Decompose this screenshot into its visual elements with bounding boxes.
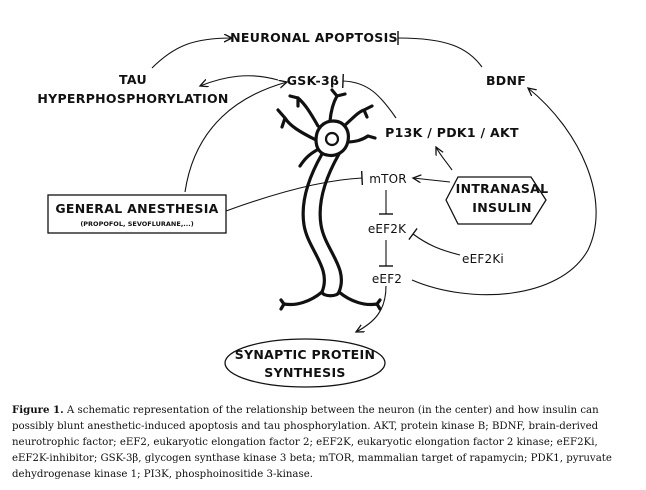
node-tau-line1: TAU (119, 72, 147, 87)
node-eef2ki: eEF2Ki (462, 252, 504, 266)
svg-text:INSULIN: INSULIN (472, 200, 531, 215)
caption-text: A schematic representation of the relati… (12, 405, 612, 480)
inhibit-bdnf-to-apoptosis (397, 30, 483, 68)
arrow-eef2-to-synaptic (356, 285, 387, 332)
node-intranasal-insulin: INTRANASAL INSULIN (445, 176, 549, 225)
svg-text:(PROPOFOL, SEVOFLURANE,...): (PROPOFOL, SEVOFLURANE,...) (80, 220, 193, 228)
arrow-insulin-to-pi3k (436, 147, 453, 171)
node-neuronal-apoptosis: NEURONAL APOPTOSIS (230, 30, 398, 45)
neuron-icon (276, 88, 382, 311)
caption-label: Figure 1. (12, 404, 64, 416)
pathway-diagram: NEURONAL APOPTOSIS TAU HYPERPHOSPHORYLAT… (37, 30, 597, 388)
node-tau-line2: HYPERPHOSPHORYLATION (37, 91, 228, 106)
arrow-tau-to-apoptosis (151, 38, 232, 69)
node-pi3k: P13K / PDK1 / AKT (385, 125, 519, 140)
svg-text:SYNTHESIS: SYNTHESIS (264, 365, 345, 380)
node-mtor: mTOR (369, 172, 407, 186)
svg-text:GENERAL ANESTHESIA: GENERAL ANESTHESIA (55, 201, 218, 216)
node-general-anesthesia: GENERAL ANESTHESIA (PROPOFOL, SEVOFLURAN… (47, 194, 227, 234)
node-bdnf: BDNF (486, 73, 526, 88)
inhibit-anesthesia-to-mtor (225, 170, 364, 212)
figure-caption: Figure 1. A schematic representation of … (12, 402, 634, 483)
svg-text:SYNAPTIC PROTEIN: SYNAPTIC PROTEIN (235, 347, 375, 362)
connectors (151, 30, 597, 332)
arrow-gsk-to-tau (200, 75, 279, 86)
node-eef2k: eEF2K (368, 222, 407, 236)
arrow-eef2-to-bdnf (411, 88, 597, 296)
arrow-insulin-to-mtor (413, 178, 451, 182)
arrow-mtor-to-pi3k (415, 140, 430, 172)
svg-text:INTRANASAL: INTRANASAL (456, 181, 549, 196)
node-synaptic-protein-synthesis: SYNAPTIC PROTEIN SYNTHESIS (224, 338, 386, 388)
inhibit-pi3k-to-gsk (342, 73, 397, 119)
node-gsk: GSK-3β (287, 73, 340, 88)
inhibit-eef2ki-to-eef2k (408, 227, 461, 256)
node-eef2: eEF2 (372, 272, 402, 286)
arrow-anesthesia-to-gsk (184, 82, 287, 193)
